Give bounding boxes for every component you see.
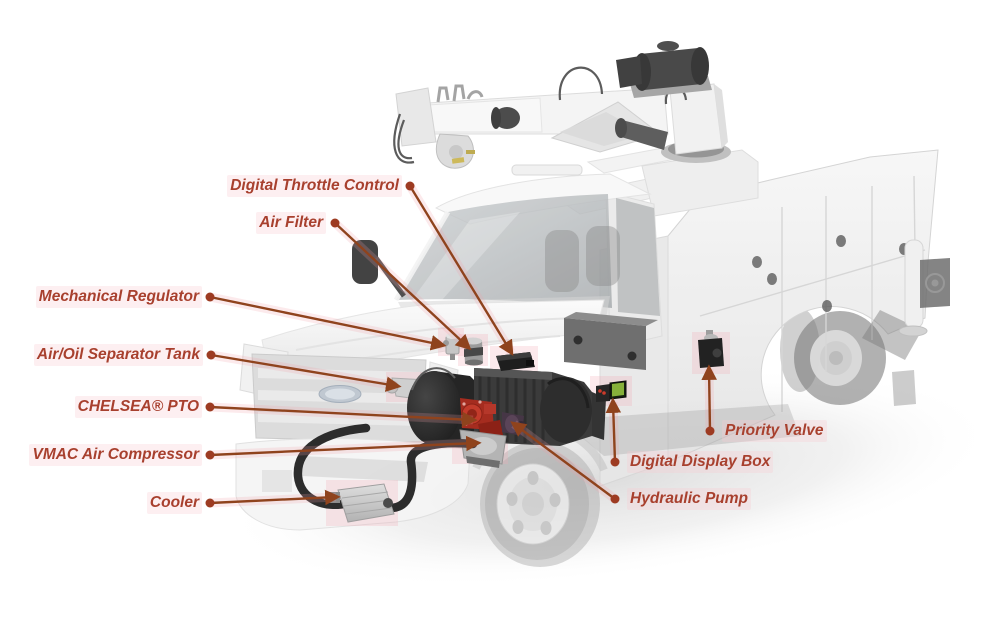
dot-chelsea-pto <box>205 402 215 412</box>
label-air-oil-separator-tank: Air/Oil Separator Tank <box>33 344 203 366</box>
label-vmac-air-compressor: VMAC Air Compressor <box>29 444 202 466</box>
arrow-air-oil-separator-tank <box>210 353 402 392</box>
arrow-digital-display-box <box>605 397 622 463</box>
dot-digital-throttle-control <box>405 181 415 191</box>
crane-winch <box>616 41 712 98</box>
boom-knob <box>494 107 520 129</box>
door-handle <box>752 256 762 268</box>
door-handle <box>767 273 777 285</box>
boom-cylinder <box>618 120 668 150</box>
digital-display-box-part <box>596 380 627 402</box>
leader-arrows <box>205 181 717 508</box>
dot-mechanical-regulator <box>205 292 215 302</box>
dot-priority-valve <box>705 426 715 436</box>
dot-air-oil-separator-tank <box>206 350 216 360</box>
arrow-vmac-air-compressor <box>209 435 482 457</box>
arrow-cooler <box>209 489 341 506</box>
dot-air-filter <box>330 218 340 228</box>
label-digital-throttle-control: Digital Throttle Control <box>227 175 402 197</box>
digital-throttle-control-part <box>496 352 535 371</box>
door-handle <box>822 300 832 312</box>
label-cooler: Cooler <box>146 492 202 514</box>
arrow-air-filter <box>334 222 472 351</box>
front-wheel <box>472 423 608 567</box>
side-window <box>616 198 660 316</box>
arrow-digital-throttle-control <box>408 185 514 356</box>
dot-cooler <box>205 498 215 508</box>
label-chelsea-pto: CHELSEA® PTO <box>74 396 202 418</box>
boom-tip <box>395 87 437 147</box>
label-digital-display-box: Digital Display Box <box>627 451 774 473</box>
mud-flap <box>892 370 916 406</box>
windshield <box>396 194 612 308</box>
dot-vmac-air-compressor <box>205 450 215 460</box>
priority-valve-part <box>698 330 724 368</box>
side-mirror <box>352 240 378 284</box>
rear-bumper-box <box>920 258 950 308</box>
arrow-hydraulic-pump <box>510 421 616 500</box>
door-handle <box>836 235 846 247</box>
label-mechanical-regulator: Mechanical Regulator <box>35 286 202 308</box>
crane <box>393 41 731 169</box>
dot-digital-display-box <box>610 457 620 467</box>
label-hydraulic-pump: Hydraulic Pump <box>627 488 751 510</box>
label-priority-valve: Priority Valve <box>722 420 827 442</box>
arrow-chelsea-pto <box>209 405 478 428</box>
rear-outrigger <box>862 239 928 360</box>
frame-toolbox-part <box>564 312 658 370</box>
label-air-filter: Air Filter <box>256 212 326 234</box>
underbody <box>560 404 800 456</box>
arrow-mechanical-regulator <box>209 295 447 351</box>
rear-wheel <box>780 308 886 405</box>
dot-hydraulic-pump <box>610 494 620 504</box>
arrow-priority-valve <box>701 364 717 432</box>
